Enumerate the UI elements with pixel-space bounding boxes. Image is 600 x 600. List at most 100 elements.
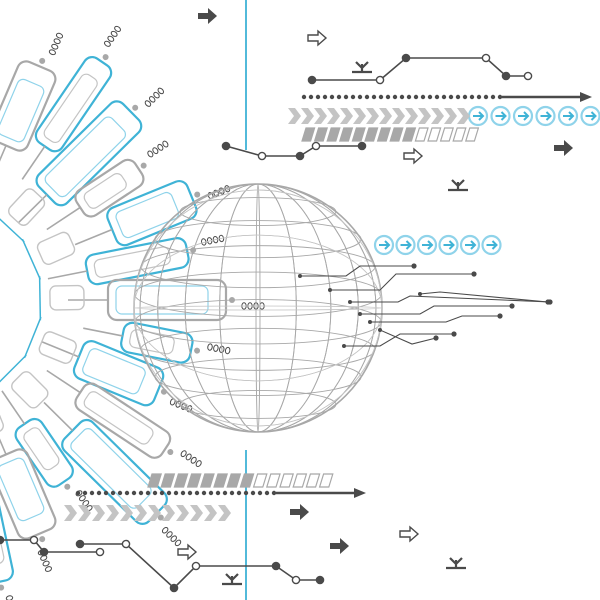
frame-card-inner — [0, 78, 45, 143]
arrow-circle-row-middle — [373, 234, 502, 256]
chevron-icon — [176, 505, 189, 521]
frame-card-inner — [44, 116, 127, 198]
arrow-icon — [422, 240, 434, 250]
arrow-icon — [473, 111, 485, 121]
network-trace — [330, 273, 474, 291]
globe-parallel — [179, 389, 337, 419]
progress-cell-filled — [213, 473, 229, 488]
rule-dot — [441, 94, 447, 100]
node-icon — [411, 263, 417, 269]
frame-card-inner — [23, 427, 60, 471]
progress-cell-empty — [427, 127, 442, 142]
arrow-icon — [563, 111, 575, 121]
arrow-circle-icon — [481, 234, 502, 256]
dot-cluster — [180, 450, 187, 458]
chevron-icon — [353, 108, 366, 124]
progress-cell-empty — [252, 473, 268, 488]
node-icon — [0, 584, 5, 591]
node-icon — [39, 547, 49, 557]
rule-dot — [82, 490, 88, 496]
arrow-icon — [495, 111, 507, 121]
node-icon — [121, 539, 131, 549]
frame-connector — [46, 206, 81, 231]
dot-cluster — [55, 32, 64, 39]
frame-card — [46, 140, 169, 231]
node-icon — [315, 575, 325, 585]
node-icon — [132, 104, 139, 111]
band-pad — [0, 161, 1, 201]
arrow-circle-icon — [416, 234, 438, 256]
arrow-icon — [540, 111, 552, 121]
chevron-icon — [106, 505, 119, 521]
progress-cell-filled — [351, 127, 366, 142]
band-line — [0, 354, 27, 387]
globe-parallel — [154, 357, 362, 396]
frame-connector — [1, 390, 26, 425]
frame-band — [0, 354, 49, 409]
antenna-icon — [352, 61, 372, 74]
network-trace — [300, 265, 414, 277]
chevron-icon — [444, 108, 457, 124]
rule-dot — [301, 94, 307, 100]
progress-cell-empty — [439, 127, 455, 142]
arrow-circle-icon — [512, 105, 534, 127]
rule-dot — [350, 94, 356, 100]
rule-dot — [371, 94, 377, 100]
node-icon — [194, 191, 201, 198]
dot-cluster — [207, 343, 213, 351]
rule-dot — [215, 490, 221, 496]
frame-band — [0, 157, 10, 213]
node-icon — [451, 331, 457, 337]
frame-connector — [0, 145, 7, 183]
chevron-icon — [78, 505, 91, 521]
rule-dot — [434, 94, 440, 100]
rule-dot — [315, 94, 321, 100]
arrow-circle-icon — [535, 105, 556, 127]
rule-dot — [166, 490, 172, 496]
chevron-icon — [327, 108, 340, 124]
node-icon — [39, 536, 46, 543]
frame-connector — [46, 369, 81, 394]
outline-arrow-icon — [399, 525, 420, 543]
globe-parallel — [154, 220, 362, 259]
frame-band — [0, 188, 46, 243]
chevron-icon — [190, 505, 203, 521]
globe-parallel — [140, 245, 376, 289]
progress-strip-top — [301, 127, 480, 142]
node-icon — [471, 271, 477, 277]
frame-band — [38, 276, 85, 321]
frame-connector — [83, 327, 123, 337]
dot-cluster — [147, 150, 154, 158]
chevron-icon — [340, 108, 353, 124]
frame-card-outline — [0, 448, 57, 540]
dot-cluster — [170, 535, 177, 542]
node-icon — [401, 53, 411, 63]
rule-dot — [194, 490, 200, 496]
arrow-circle-icon — [557, 105, 579, 127]
rule-dot — [427, 94, 433, 100]
frame-connector — [47, 270, 88, 280]
chevron-icon — [457, 108, 470, 124]
dot-cluster — [82, 500, 90, 507]
dot-cluster — [185, 453, 192, 461]
chevron-icon — [120, 505, 133, 521]
rule-dot — [399, 94, 405, 100]
progress-strip-bottom — [147, 473, 334, 488]
chevron-icon — [204, 505, 217, 521]
progress-cell-empty — [265, 473, 281, 488]
dot-cluster — [190, 456, 197, 464]
chevron-icon — [405, 108, 418, 124]
network-trace — [344, 333, 454, 347]
rule-dot — [117, 490, 123, 496]
arrow-circle-icon — [490, 105, 511, 127]
rule-dot — [75, 490, 81, 496]
node-icon — [39, 57, 46, 64]
chevron-icon — [148, 505, 161, 521]
frame-card — [83, 321, 231, 364]
progress-cell-filled — [173, 473, 189, 488]
rule-dot — [124, 490, 130, 496]
progress-cell-filled — [401, 127, 417, 142]
rule-dot — [89, 490, 95, 496]
